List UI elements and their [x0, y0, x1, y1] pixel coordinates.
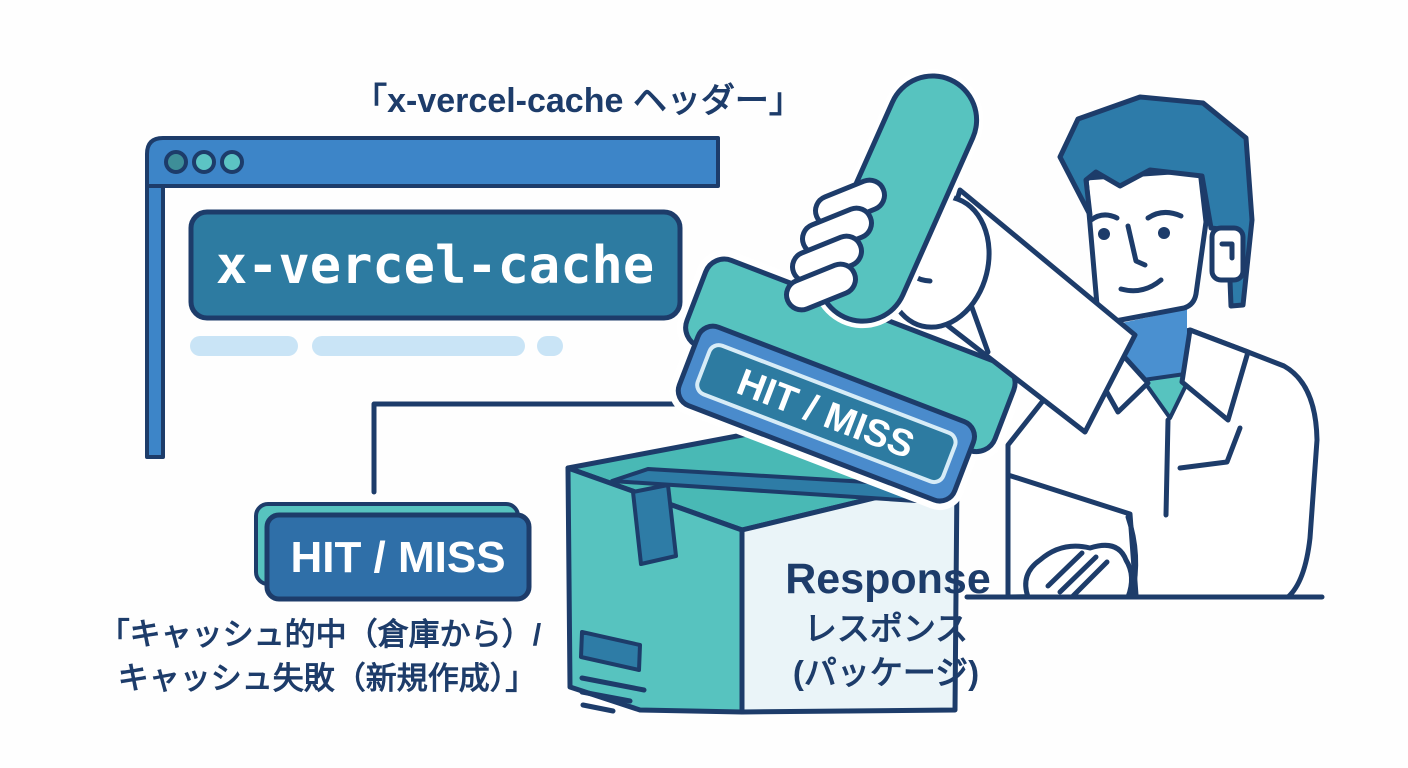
shipping-label-lines: [579, 675, 647, 714]
stamp-hand-fingers: [784, 177, 887, 313]
person-face: [1083, 167, 1209, 325]
window-control-dot: [164, 150, 188, 174]
person-ear: [1209, 225, 1246, 283]
stamp-plate-inner: [695, 343, 958, 485]
person-cuff-line: [1125, 514, 1139, 598]
box-label-ja: レスポンス: [804, 610, 968, 647]
box-tape-flap: [631, 483, 678, 566]
person-tshirt: [1141, 371, 1194, 420]
hit-miss-badge: HIT / MISS: [254, 502, 532, 602]
finger: [784, 261, 858, 313]
badge-front-card: [264, 512, 532, 602]
person-finger-lines: [1045, 550, 1110, 599]
header-pill: [188, 209, 683, 321]
skeleton-bar: [537, 336, 563, 356]
connector-line: [371, 401, 730, 495]
person-eyebrow-left: [1088, 212, 1120, 223]
header-title-label: 「x-vercel-cache ヘッダー」: [353, 82, 803, 120]
skeleton-bar: [312, 336, 525, 356]
person-nose: [1125, 223, 1148, 268]
box-label-ja-sub: (パッケージ): [793, 654, 979, 691]
caption-line-1: 「キャッシュ的中（倉庫から）/: [99, 617, 542, 652]
browser-title-bar: [145, 136, 720, 188]
person-mouth: [1118, 277, 1164, 294]
header-pill-label: x-vercel-cache: [216, 236, 654, 296]
caption-line-2: キャッシュ失敗（新規作成）」: [118, 661, 537, 696]
shirt-collar-right: [1179, 327, 1251, 423]
person-eyebrow-right: [1145, 210, 1184, 221]
browser-left-edge: [145, 184, 165, 459]
skeleton-bar: [190, 336, 298, 356]
badge-label: HIT / MISS: [290, 533, 505, 582]
package-box: Response レスポンス (パッケージ): [565, 430, 991, 715]
shirt-placket: [1163, 417, 1171, 518]
person-ear-detail: [1219, 241, 1235, 261]
window-control-dot: [220, 150, 244, 174]
box-label-en: Response: [785, 555, 991, 603]
shirt-pocket: [1177, 425, 1243, 471]
person-eye-right: [1158, 227, 1170, 239]
browser-window: x-vercel-cache: [145, 136, 720, 459]
shipping-label-icon: [579, 630, 642, 672]
window-control-dot: [192, 150, 216, 174]
person: [964, 94, 1325, 600]
person-eye-left: [1098, 228, 1110, 240]
